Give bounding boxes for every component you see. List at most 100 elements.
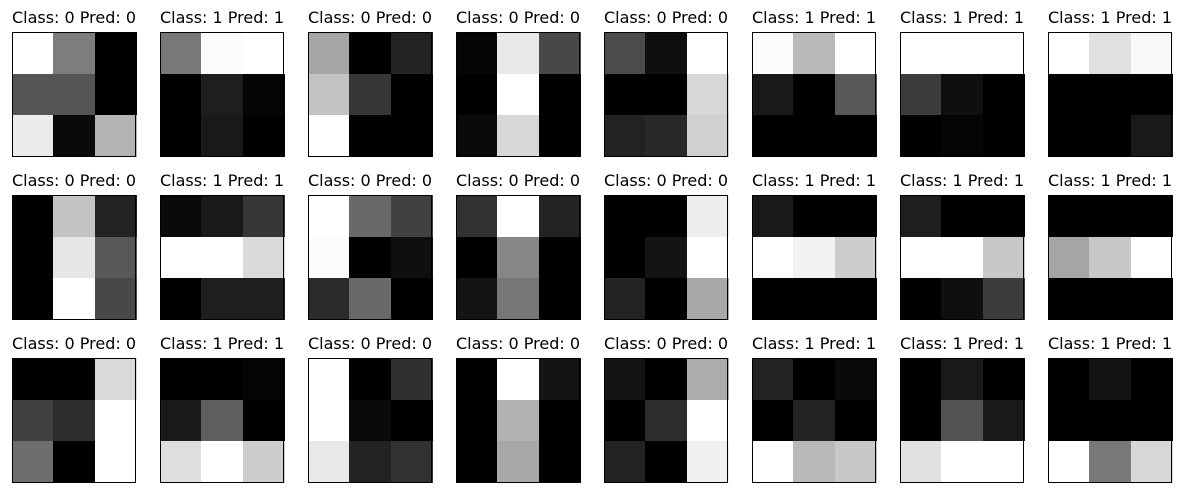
heatmap-cell <box>900 358 942 400</box>
heatmap-cell <box>645 236 688 279</box>
heatmap-cell <box>94 115 137 158</box>
heatmap-cell <box>793 236 836 279</box>
panel-title: Class: 0 Pred: 0 <box>307 8 433 27</box>
heatmap-cell <box>982 236 1025 279</box>
panel-frame <box>456 358 580 483</box>
panel-frame <box>12 195 136 320</box>
heatmap-cell <box>390 115 433 158</box>
heatmap-cell <box>645 32 688 74</box>
heatmap-cell <box>982 399 1025 442</box>
heatmap-cell <box>645 195 688 237</box>
heatmap-cell <box>201 32 244 74</box>
panel-title: Class: 0 Pred: 0 <box>11 171 137 190</box>
panel-title: Class: 0 Pred: 0 <box>603 334 729 353</box>
heatmap-cell <box>94 278 137 321</box>
heatmap-cell <box>686 32 729 74</box>
heatmap-cell <box>793 358 836 400</box>
panel-title: Class: 1 Pred: 1 <box>1047 334 1173 353</box>
heatmap-cell <box>941 358 984 400</box>
heatmap-cell <box>941 73 984 116</box>
heatmap-cell <box>390 441 433 484</box>
heatmap-cell <box>94 236 137 279</box>
heatmap-cell <box>538 195 581 237</box>
panel-title: Class: 1 Pred: 1 <box>899 8 1025 27</box>
panel-frame <box>752 32 876 157</box>
heatmap-cell <box>308 278 350 321</box>
heatmap-cell <box>1130 115 1173 158</box>
heatmap-cell <box>390 32 433 74</box>
heatmap-cell <box>201 358 244 400</box>
heatmap-cell <box>1089 278 1132 321</box>
heatmap-cell <box>12 399 54 442</box>
panel-frame <box>604 32 728 157</box>
heatmap-cell <box>160 441 202 484</box>
heatmap-cell <box>538 115 581 158</box>
panel-title: Class: 1 Pred: 1 <box>1047 171 1173 190</box>
heatmap-cell <box>604 115 646 158</box>
heatmap-cell <box>1089 399 1132 442</box>
heatmap-cell <box>941 195 984 237</box>
heatmap-cell <box>834 358 877 400</box>
heatmap-cell <box>242 32 285 74</box>
panel-title: Class: 0 Pred: 0 <box>455 171 581 190</box>
panel-title: Class: 1 Pred: 1 <box>1047 8 1173 27</box>
heatmap-cell <box>1048 73 1090 116</box>
heatmap-cell <box>160 236 202 279</box>
heatmap-cell <box>390 73 433 116</box>
heatmap-cell <box>538 399 581 442</box>
heatmap-cell <box>349 358 392 400</box>
heatmap-cell <box>752 115 794 158</box>
heatmap-cell <box>390 278 433 321</box>
heatmap-cell <box>752 399 794 442</box>
heatmap-cell <box>94 441 137 484</box>
heatmap-cell <box>941 441 984 484</box>
heatmap-cell <box>497 236 540 279</box>
heatmap-cell <box>456 278 498 321</box>
heatmap-cell <box>349 32 392 74</box>
heatmap-cell <box>497 195 540 237</box>
heatmap-cell <box>201 399 244 442</box>
heatmap-cell <box>94 358 137 400</box>
heatmap-cell <box>982 358 1025 400</box>
heatmap-cell <box>538 236 581 279</box>
heatmap-cell <box>686 358 729 400</box>
heatmap-cell <box>308 236 350 279</box>
heatmap-cell <box>834 441 877 484</box>
heatmap-cell <box>390 358 433 400</box>
heatmap-cell <box>834 115 877 158</box>
heatmap-cell <box>1048 195 1090 237</box>
heatmap-cell <box>12 441 54 484</box>
heatmap-cell <box>53 195 96 237</box>
heatmap-cell <box>1130 441 1173 484</box>
heatmap-cell <box>12 236 54 279</box>
heatmap-cell <box>1089 441 1132 484</box>
heatmap-cell <box>686 115 729 158</box>
heatmap-cell <box>834 32 877 74</box>
heatmap-cell <box>834 73 877 116</box>
panel-frame <box>160 358 284 483</box>
heatmap-cell <box>456 399 498 442</box>
heatmap-cell <box>160 278 202 321</box>
heatmap-cell <box>308 115 350 158</box>
panel-frame <box>456 195 580 320</box>
heatmap-cell <box>497 32 540 74</box>
heatmap-cell <box>900 195 942 237</box>
heatmap-cell <box>53 278 96 321</box>
panel-title: Class: 0 Pred: 0 <box>603 171 729 190</box>
panel-frame <box>12 32 136 157</box>
heatmap-cell <box>94 73 137 116</box>
panel-title: Class: 0 Pred: 0 <box>307 334 433 353</box>
heatmap-cell <box>201 195 244 237</box>
panel-frame <box>12 358 136 483</box>
heatmap-cell <box>834 236 877 279</box>
heatmap-cell <box>793 115 836 158</box>
heatmap-cell <box>308 195 350 237</box>
heatmap-cell <box>604 358 646 400</box>
heatmap-cell <box>752 358 794 400</box>
heatmap-cell <box>308 358 350 400</box>
heatmap-cell <box>53 399 96 442</box>
heatmap-cell <box>497 73 540 116</box>
heatmap-cell <box>1048 32 1090 74</box>
heatmap-cell <box>900 441 942 484</box>
heatmap-cell <box>497 358 540 400</box>
